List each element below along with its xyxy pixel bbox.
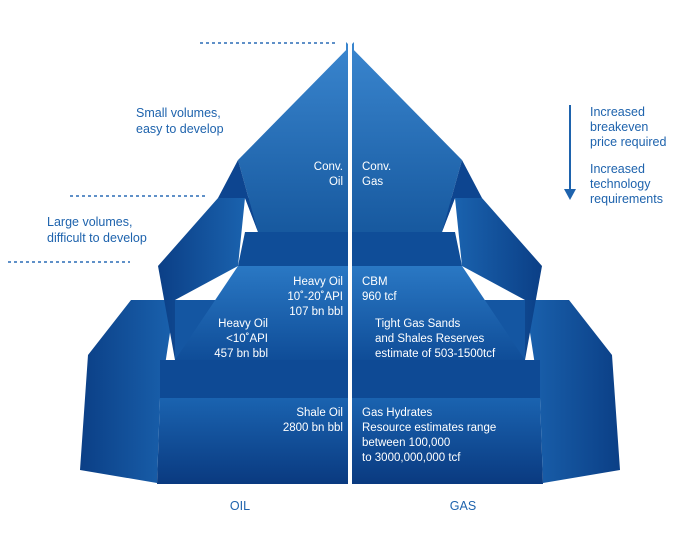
svg-text:estimate of 503-1500tcf: estimate of 503-1500tcf	[375, 348, 496, 360]
svg-text:to 3000,000,000 tcf: to 3000,000,000 tcf	[362, 452, 461, 464]
svg-text:457 bn bbl: 457 bn bbl	[214, 348, 268, 360]
svg-text:Heavy Oil: Heavy Oil	[218, 318, 268, 330]
svg-text:breakeven: breakeven	[590, 120, 648, 134]
gas-hydrates-label: Gas Hydrates Resource estimates range be…	[362, 407, 496, 464]
dashed-guides	[8, 42, 338, 263]
svg-text:technology: technology	[590, 177, 651, 191]
conv-gas-label: Conv. Gas	[362, 161, 391, 188]
svg-text:Tight Gas Sands: Tight Gas Sands	[375, 318, 460, 330]
svg-text:and Shales Reserves: and Shales Reserves	[375, 333, 485, 345]
svg-text:Shale Oil: Shale Oil	[296, 407, 343, 419]
svg-text:<10˚API: <10˚API	[226, 333, 268, 345]
svg-text:960 tcf: 960 tcf	[362, 291, 397, 303]
heavy-oil-2-label: Heavy Oil <10˚API 457 bn bbl	[214, 318, 268, 360]
svg-text:CBM: CBM	[362, 276, 388, 288]
heavy-oil-1-label: Heavy Oil 10˚-20˚API 107 bn bbl	[287, 276, 343, 318]
svg-text:Heavy Oil: Heavy Oil	[293, 276, 343, 288]
cbm-label: CBM 960 tcf	[362, 276, 397, 303]
down-arrow-icon	[564, 105, 576, 200]
svg-text:2800 bn bbl: 2800 bn bbl	[283, 422, 343, 434]
tier-1-peak	[218, 42, 482, 232]
tight-gas-label: Tight Gas Sands and Shales Reserves esti…	[375, 318, 496, 360]
oil-column-label: OIL	[230, 499, 250, 513]
oil-labels: Conv. Oil Heavy Oil 10˚-20˚API 107 bn bb…	[214, 161, 343, 434]
svg-text:requirements: requirements	[590, 192, 663, 206]
svg-text:Gas: Gas	[362, 176, 383, 188]
svg-text:10˚-20˚API: 10˚-20˚API	[287, 291, 343, 303]
svg-text:Increased: Increased	[590, 105, 645, 119]
annotation-breakeven: Increased breakeven price required	[590, 105, 666, 149]
svg-text:Conv.: Conv.	[314, 161, 343, 173]
annotation-small-volumes: Small volumes, easy to develop	[136, 106, 224, 136]
annotation-large-volumes: Large volumes, difficult to develop	[47, 215, 147, 245]
svg-text:Large volumes,: Large volumes,	[47, 215, 132, 229]
svg-text:Increased: Increased	[590, 162, 645, 176]
gas-column-label: GAS	[450, 499, 476, 513]
svg-text:between 100,000: between 100,000	[362, 437, 450, 449]
svg-text:price required: price required	[590, 135, 666, 149]
gas-labels: Conv. Gas CBM 960 tcf Tight Gas Sands an…	[362, 161, 496, 464]
svg-text:107 bn bbl: 107 bn bbl	[289, 306, 343, 318]
conv-oil-label: Conv. Oil	[314, 161, 343, 188]
annotation-technology: Increased technology requirements	[590, 162, 663, 206]
shale-oil-label: Shale Oil 2800 bn bbl	[283, 407, 343, 434]
svg-text:easy to develop: easy to develop	[136, 122, 224, 136]
svg-text:Conv.: Conv.	[362, 161, 391, 173]
svg-text:Gas Hydrates: Gas Hydrates	[362, 407, 433, 419]
svg-text:Oil: Oil	[329, 176, 343, 188]
svg-text:Resource estimates range: Resource estimates range	[362, 422, 496, 434]
svg-text:Small volumes,: Small volumes,	[136, 106, 221, 120]
svg-text:difficult to develop: difficult to develop	[47, 231, 147, 245]
